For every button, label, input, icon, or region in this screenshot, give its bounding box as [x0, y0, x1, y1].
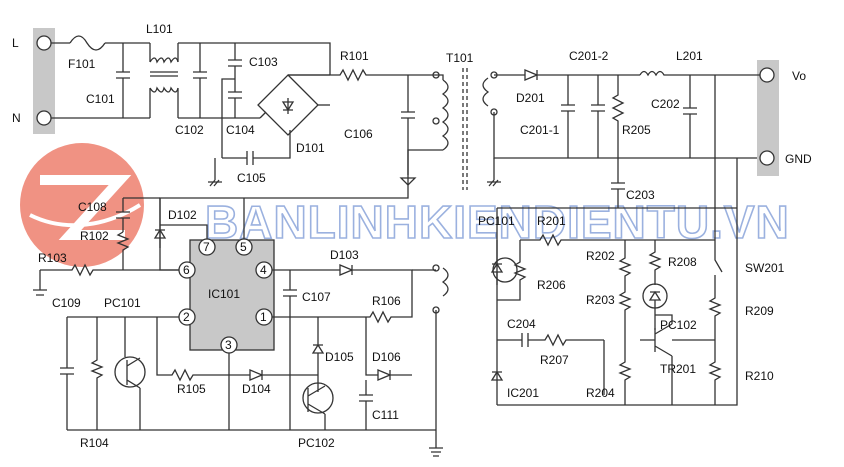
ic101-body [189, 239, 275, 351]
label-r209: R209 [745, 304, 774, 318]
input-connector [33, 28, 55, 134]
resistor-r101 [288, 68, 430, 82]
label-r102: R102 [80, 229, 109, 243]
pin-3: 3 [225, 338, 232, 352]
label-c203: C203 [626, 188, 655, 202]
transformer-t101 [159, 68, 498, 248]
label-d101: D101 [296, 141, 325, 155]
label-c111: C111 [372, 408, 399, 422]
label-d201: D201 [516, 91, 545, 105]
terminal-l [36, 35, 52, 51]
label-f101: F101 [68, 57, 96, 71]
label-l201: L201 [676, 49, 703, 63]
terminal-gnd [759, 150, 775, 166]
pin-2: 2 [183, 310, 190, 324]
primary-control-wiring [33, 197, 449, 457]
pin-4: 4 [260, 263, 267, 277]
label-pc101-right: PC101 [478, 214, 515, 228]
label-l101: L101 [146, 22, 173, 36]
terminal-vo-label: Vo [792, 69, 806, 83]
label-r206: R206 [537, 278, 566, 292]
label-c105: C105 [237, 171, 266, 185]
label-ic201: IC201 [507, 386, 539, 400]
label-r101: R101 [340, 49, 369, 63]
ic101-pins: 7 5 6 4 2 1 3 [178, 238, 273, 354]
label-c103: C103 [249, 55, 278, 69]
label-c201-2: C201-2 [569, 49, 609, 63]
terminal-n-label: N [12, 111, 21, 125]
secondary-wiring [487, 69, 760, 406]
label-r207: R207 [540, 353, 569, 367]
watermark-logo [20, 143, 144, 267]
terminal-l-label: L [12, 36, 19, 50]
label-d105: D105 [325, 350, 354, 364]
fuse-f101 [69, 35, 106, 51]
label-r203: R203 [586, 293, 615, 307]
pin-1: 1 [260, 310, 267, 324]
label-pc102-left: PC102 [298, 436, 335, 450]
label-r105: R105 [177, 382, 206, 396]
label-r205: R205 [622, 123, 651, 137]
label-d104: D104 [242, 382, 271, 396]
bridge-rectifier-d101 [257, 74, 330, 136]
terminal-gnd-label: GND [785, 152, 812, 166]
label-d106: D106 [372, 350, 401, 364]
label-c204: C204 [507, 317, 536, 331]
label-c104: C104 [226, 123, 255, 137]
label-r210: R210 [745, 369, 774, 383]
input-wiring [51, 42, 331, 187]
component-labels: F101 L101 C101 C102 C103 C104 C105 R101 … [38, 22, 785, 450]
label-t101: T101 [446, 51, 474, 65]
terminal-n [36, 110, 52, 126]
terminal-vo [759, 67, 775, 83]
ic101-label: IC101 [208, 287, 240, 301]
label-c102: C102 [175, 123, 204, 137]
label-r204: R204 [586, 386, 615, 400]
label-r106: R106 [372, 294, 401, 308]
label-r201: R201 [537, 214, 566, 228]
label-r103: R103 [38, 251, 67, 265]
label-d103: D103 [330, 248, 359, 262]
pin-6: 6 [183, 263, 190, 277]
label-tr201: TR201 [660, 362, 696, 376]
label-r202: R202 [586, 249, 615, 263]
label-c108: C108 [78, 200, 107, 214]
pin-5: 5 [240, 240, 247, 254]
label-pc101-left: PC101 [104, 296, 141, 310]
label-pc102-right: PC102 [660, 318, 697, 332]
label-c107: C107 [302, 290, 331, 304]
label-r104: R104 [80, 436, 109, 450]
label-c201-1: C201-1 [520, 123, 560, 137]
secondary-control-wiring [490, 207, 737, 405]
label-c202: C202 [651, 97, 680, 111]
label-c106: C106 [344, 127, 373, 141]
label-c101: C101 [86, 92, 115, 106]
label-sw201: SW201 [745, 261, 785, 275]
output-connector [757, 60, 779, 176]
label-r208: R208 [668, 255, 697, 269]
label-d102: D102 [168, 208, 197, 222]
pin-7: 7 [203, 240, 210, 254]
label-c109: C109 [52, 296, 81, 310]
